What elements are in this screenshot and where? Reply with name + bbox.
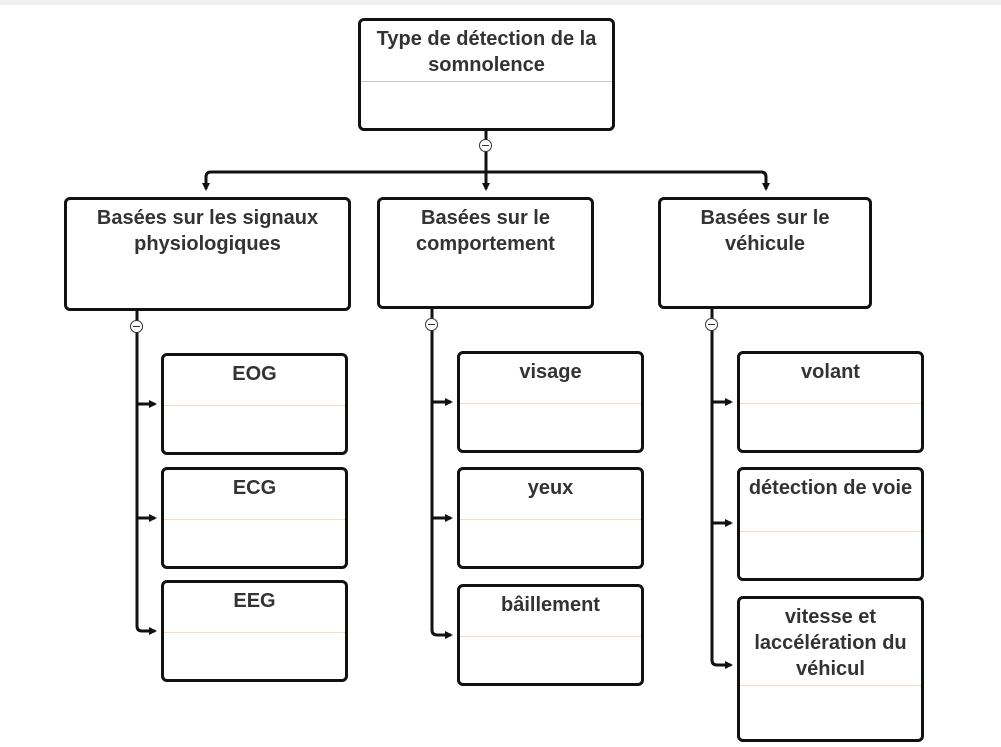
leaf-divider [164,519,345,520]
root-label: Type de détection de la somnolence [376,28,597,76]
leaf-label: volant [801,361,860,383]
leaf-label: yeux [527,477,574,499]
leaf-node-vitesse[interactable]: vitesse et laccélération du véhicul [737,596,924,742]
leaf-label: ECG [232,477,277,499]
leaf-label: EEG [233,590,276,612]
connector-cat1-trunk [135,311,157,635]
top-bar [0,0,1001,5]
leaf-node-baillement[interactable]: bâillement [457,584,644,686]
category-collapse-icon[interactable] [705,318,718,331]
category-node-behavior[interactable]: Basées sur le comportement [377,197,594,309]
category-label: Basées sur le comportement [416,207,555,255]
root-node[interactable]: Type de détection de la somnolence [358,18,615,131]
category-label: Basées sur les signaux physiologiques [96,207,319,255]
connector-cat2-trunk [430,309,453,639]
leaf-node-eog[interactable]: EOG [161,353,348,455]
leaf-label: visage [519,361,582,383]
category-collapse-icon[interactable] [130,320,143,333]
leaf-node-volant[interactable]: volant [737,351,924,453]
leaf-node-visage[interactable]: visage [457,351,644,453]
category-node-physiological[interactable]: Basées sur les signaux physiologiques [64,197,351,311]
connector-cat3-trunk [710,309,733,669]
leaf-label: EOG [232,363,277,385]
leaf-divider [740,531,921,532]
leaf-label: détection de voie [748,477,913,499]
leaf-divider [740,403,921,404]
root-collapse-icon[interactable] [479,139,492,152]
leaf-divider [460,403,641,404]
leaf-divider [460,636,641,637]
leaf-divider [740,685,921,686]
leaf-node-ecg[interactable]: ECG [161,467,348,569]
leaf-label: vitesse et laccélération du véhicul [754,606,907,680]
leaf-node-yeux[interactable]: yeux [457,467,644,569]
leaf-divider [460,519,641,520]
root-divider [361,81,612,82]
leaf-node-eeg[interactable]: EEG [161,580,348,682]
connector-root-horizontal [204,170,768,178]
category-node-vehicle[interactable]: Basées sur le véhicule [658,197,872,309]
leaf-label: bâillement [501,594,600,616]
leaf-node-detection-voie[interactable]: détection de voie [737,467,924,581]
leaf-divider [164,632,345,633]
category-collapse-icon[interactable] [425,318,438,331]
category-label: Basées sur le véhicule [700,207,830,255]
leaf-divider [164,405,345,406]
